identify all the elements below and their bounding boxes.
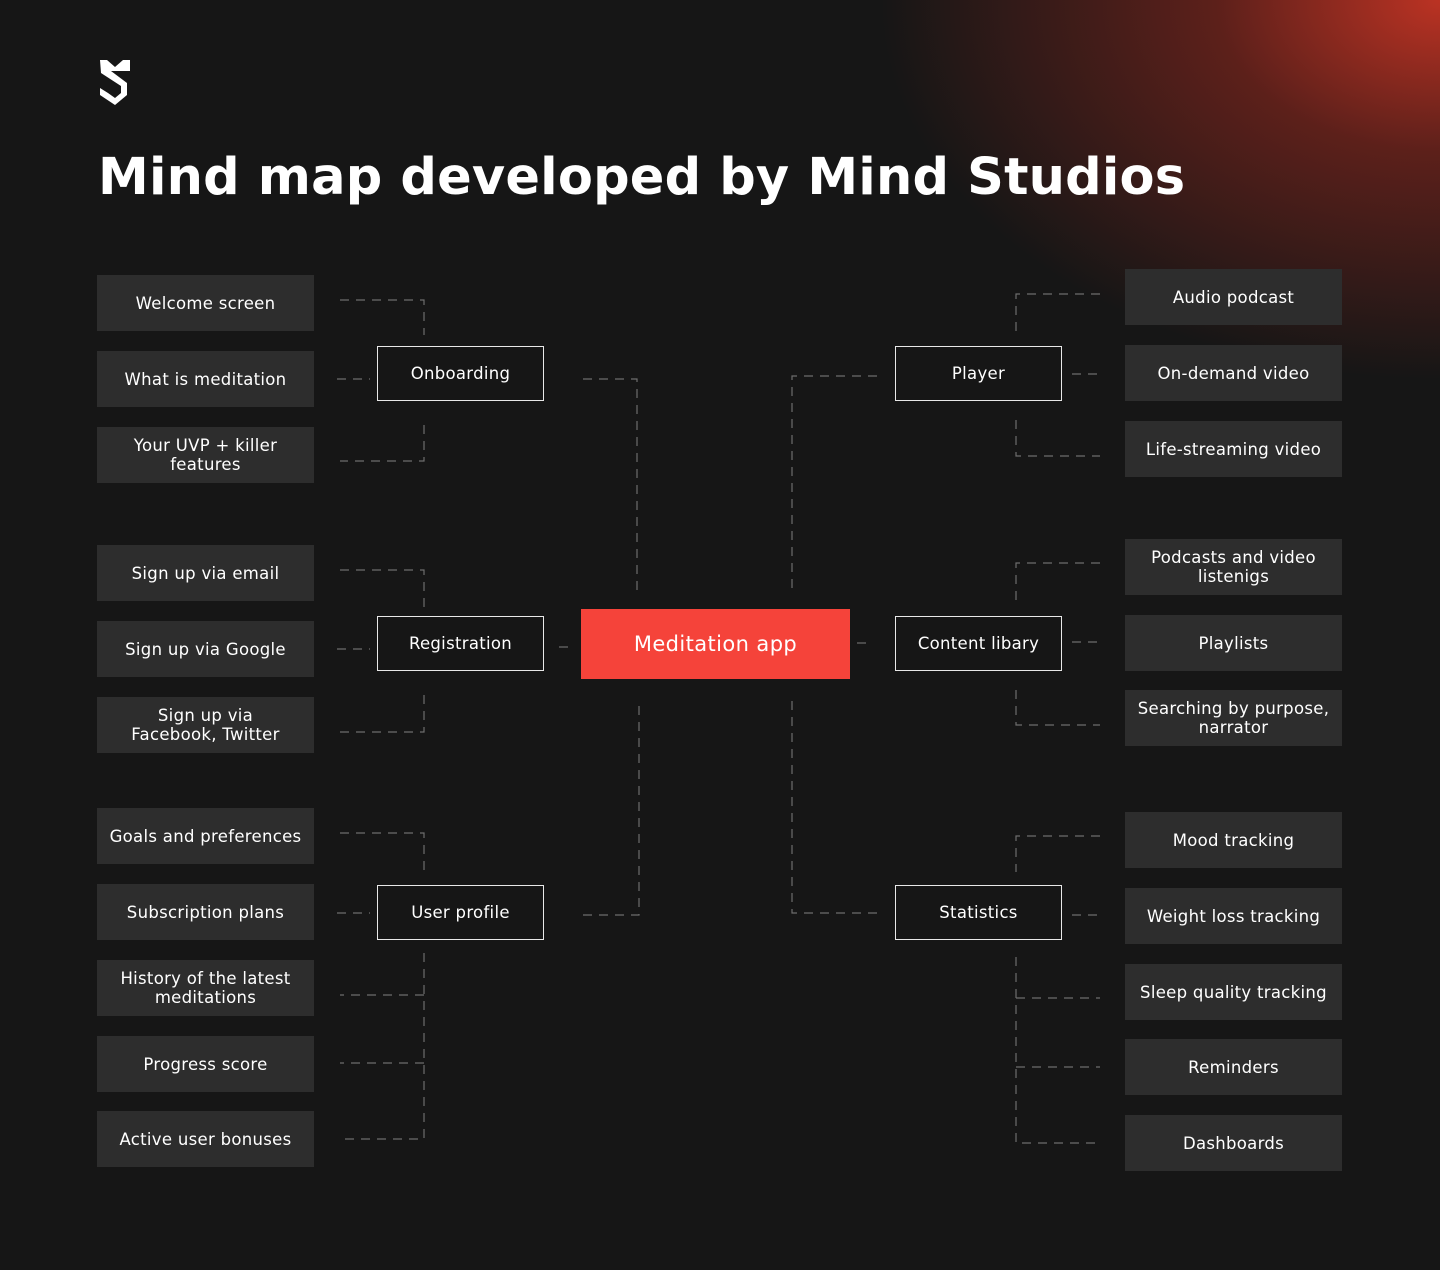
- leaf-playlists: Playlists: [1125, 615, 1342, 671]
- leaf-what-is-meditation: What is meditation: [97, 351, 314, 407]
- leaf-mood-tracking: Mood tracking: [1125, 812, 1342, 868]
- hub-user-profile: User profile: [377, 885, 544, 940]
- hub-statistics: Statistics: [895, 885, 1062, 940]
- leaf-uvp-killer-features: Your UVP + killer features: [97, 427, 314, 483]
- page-title: Mind map developed by Mind Studios: [98, 148, 1186, 207]
- mind-studios-logo-icon: [100, 60, 130, 105]
- leaf-history-meditations: History of the latest meditations: [97, 960, 314, 1016]
- leaf-progress-score: Progress score: [97, 1036, 314, 1092]
- leaf-subscription-plans: Subscription plans: [97, 884, 314, 940]
- leaf-sleep-quality-tracking: Sleep quality tracking: [1125, 964, 1342, 1020]
- leaf-podcasts-video-listenings: Podcasts and video listenigs: [1125, 539, 1342, 595]
- leaf-sign-up-facebook-twitter: Sign up via Facebook, Twitter: [97, 697, 314, 753]
- leaf-sign-up-google: Sign up via Google: [97, 621, 314, 677]
- leaf-active-user-bonuses: Active user bonuses: [97, 1111, 314, 1167]
- center-node: Meditation app: [581, 609, 850, 679]
- leaf-audio-podcast: Audio podcast: [1125, 269, 1342, 325]
- leaf-reminders: Reminders: [1125, 1039, 1342, 1095]
- hub-registration: Registration: [377, 616, 544, 671]
- leaf-welcome-screen: Welcome screen: [97, 275, 314, 331]
- leaf-sign-up-email: Sign up via email: [97, 545, 314, 601]
- leaf-goals-preferences: Goals and preferences: [97, 808, 314, 864]
- leaf-weight-loss-tracking: Weight loss tracking: [1125, 888, 1342, 944]
- leaf-life-streaming-video: Life-streaming video: [1125, 421, 1342, 477]
- leaf-on-demand-video: On-demand video: [1125, 345, 1342, 401]
- hub-player: Player: [895, 346, 1062, 401]
- leaf-searching-purpose-narrator: Searching by purpose, narrator: [1125, 690, 1342, 746]
- hub-content-library: Content libary: [895, 616, 1062, 671]
- hub-onboarding: Onboarding: [377, 346, 544, 401]
- leaf-dashboards: Dashboards: [1125, 1115, 1342, 1171]
